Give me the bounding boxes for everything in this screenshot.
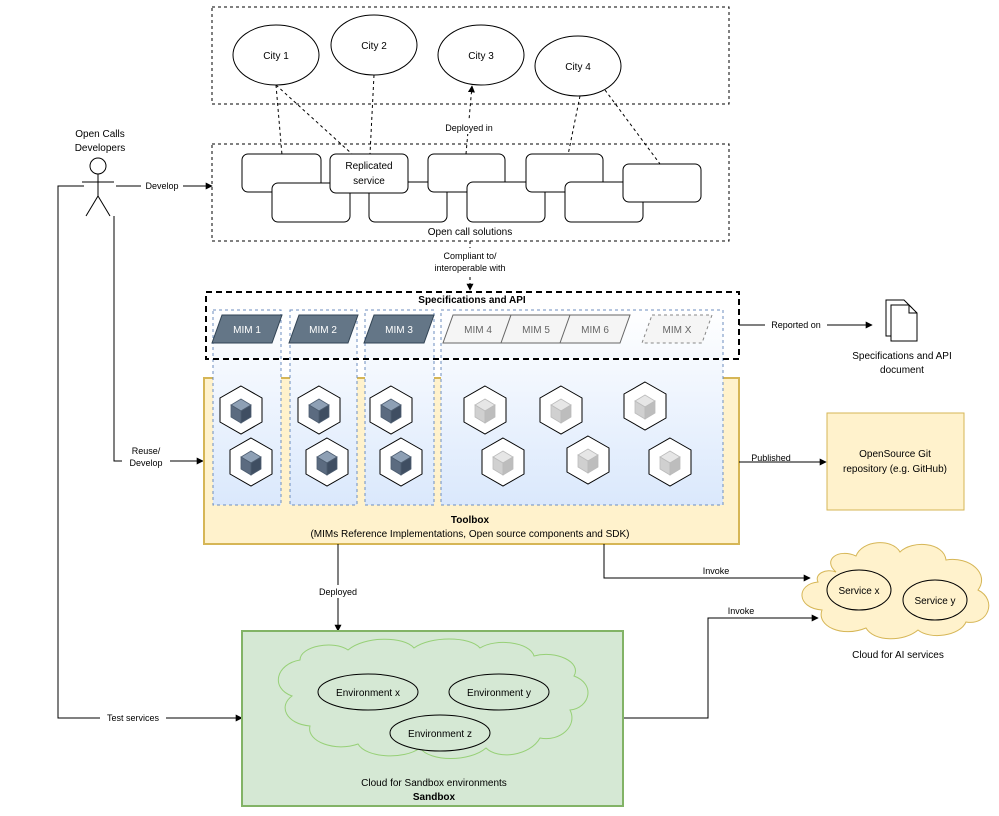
edge-reported-on: Reported on (739, 319, 873, 331)
svg-text:City 4: City 4 (565, 62, 591, 73)
city-4: City 4 (534, 35, 622, 97)
actor-icon (82, 157, 114, 217)
svg-text:City 1: City 1 (263, 51, 289, 62)
open-call-solutions-container: Replicated service Open call solutions (211, 143, 730, 242)
city-3: City 3 (437, 24, 525, 86)
edge-compliant: Compliant to/ interoperable with (414, 241, 526, 291)
city-1: City 1 (232, 24, 320, 86)
svg-text:Replicated: Replicated (345, 161, 392, 172)
environment-x: Environment x (317, 673, 419, 711)
svg-text:Test services: Test services (107, 713, 160, 723)
svg-text:MIM 6: MIM 6 (581, 325, 609, 336)
edge-published: Published (739, 453, 827, 466)
sandbox: Environment x Environment y Environment … (241, 630, 624, 807)
svg-text:service: service (353, 176, 385, 187)
svg-text:Compliant to/: Compliant to/ (443, 251, 497, 261)
svg-text:MIM 2: MIM 2 (309, 325, 337, 336)
open-call-solutions-label: Open call solutions (428, 227, 513, 238)
mim-5: MIM 5 (500, 314, 572, 344)
svg-text:Service x: Service x (838, 586, 879, 597)
edge-invoke-top: Invoke (603, 544, 811, 582)
svg-text:MIM 4: MIM 4 (464, 325, 492, 336)
svg-text:repository (e.g. GitHub): repository (e.g. GitHub) (843, 464, 947, 475)
spec-document-label-line2: document (880, 365, 924, 376)
edge-reuse-develop: Reuse/ Develop (113, 216, 204, 470)
svg-text:Reported on: Reported on (771, 320, 821, 330)
environment-y: Environment y (448, 673, 550, 711)
replicated-service: Replicated service (329, 153, 409, 194)
cities-container: City 1 City 2 City 3 City 4 (211, 6, 730, 105)
svg-text:Reuse/: Reuse/ (132, 446, 161, 456)
svg-text:Environment x: Environment x (336, 688, 400, 699)
svg-text:City 2: City 2 (361, 41, 387, 52)
mim-3: MIM 3 (363, 314, 435, 344)
mim-1: MIM 1 (211, 314, 283, 344)
sandbox-title: Sandbox (413, 792, 456, 803)
service-x: Service x (826, 569, 892, 611)
spec-document-label-line1: Specifications and API (852, 351, 952, 362)
svg-text:Invoke: Invoke (728, 606, 755, 616)
city-links (275, 74, 661, 165)
specifications-and-api: Specifications and API (205, 291, 740, 360)
svg-text:MIM 3: MIM 3 (385, 325, 413, 336)
specifications-title: Specifications and API (418, 295, 526, 306)
svg-text:OpenSource Git: OpenSource Git (859, 449, 931, 460)
environment-z: Environment z (389, 714, 491, 752)
svg-text:Service y: Service y (914, 596, 955, 607)
edge-test-services: Test services (57, 185, 243, 724)
svg-text:Environment y: Environment y (467, 688, 531, 699)
edge-develop: Develop (116, 180, 213, 192)
mim-6: MIM 6 (559, 314, 631, 344)
svg-text:Invoke: Invoke (703, 566, 730, 576)
actor-label-line2: Developers (75, 143, 126, 154)
svg-text:Environment z: Environment z (408, 729, 472, 740)
document-icon (885, 299, 918, 342)
ai-cloud-label: Cloud for AI services (852, 650, 944, 661)
city-2: City 2 (330, 14, 418, 76)
svg-text:Deployed in: Deployed in (445, 123, 493, 133)
ai-cloud: Service x Service y (801, 542, 990, 640)
sandbox-label: Cloud for Sandbox environments (361, 778, 507, 789)
edge-deployed-in: Deployed in (438, 85, 500, 155)
svg-text:MIM 5: MIM 5 (522, 325, 550, 336)
svg-text:Develop: Develop (145, 181, 178, 191)
svg-text:Develop: Develop (129, 458, 162, 468)
mim-2: MIM 2 (288, 314, 359, 344)
mim-x: MIM X (641, 314, 713, 344)
edge-deployed: Deployed (311, 544, 365, 632)
service-y: Service y (902, 579, 968, 621)
svg-text:City 3: City 3 (468, 51, 494, 62)
svg-text:Published: Published (751, 453, 791, 463)
toolbox-subtitle: (MIMs Reference Implementations, Open so… (310, 529, 629, 540)
svg-text:MIM X: MIM X (663, 325, 692, 336)
toolbox-title: Toolbox (451, 515, 490, 526)
git-repository: OpenSource Git repository (e.g. GitHub) (826, 412, 965, 511)
actor-label-line1: Open Calls (75, 129, 124, 140)
svg-text:MIM 1: MIM 1 (233, 325, 261, 336)
svg-text:Deployed: Deployed (319, 587, 357, 597)
svg-text:interoperable with: interoperable with (434, 263, 505, 273)
edge-invoke-bottom: Invoke (624, 606, 819, 719)
